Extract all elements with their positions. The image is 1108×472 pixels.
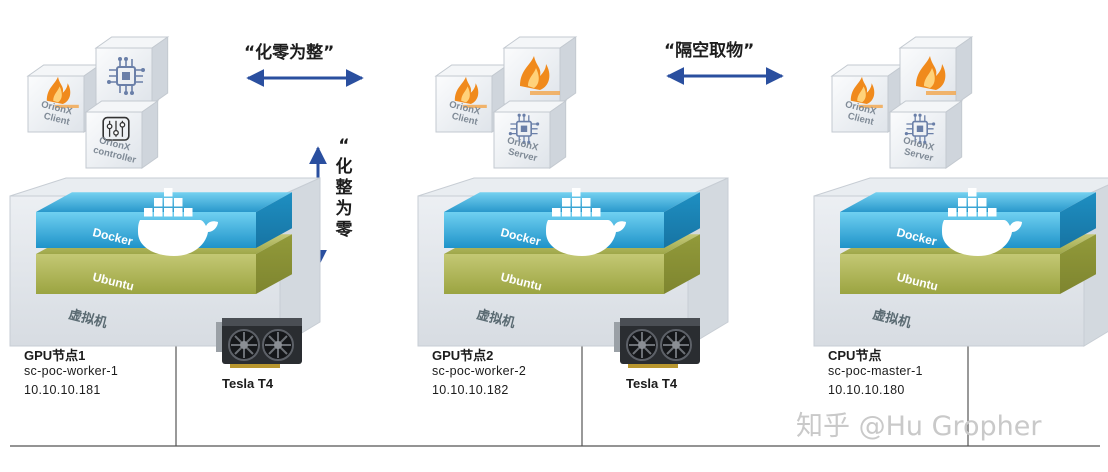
flame-logo-icon (850, 76, 883, 108)
sliders-icon (102, 116, 130, 141)
gpu-card-icon (216, 318, 302, 368)
node-title: GPU节点2 (432, 348, 494, 363)
docker-whale-icon (942, 188, 1022, 256)
docker-whale-icon (546, 188, 626, 256)
node-ip: 10.10.10.182 (432, 383, 509, 397)
node-hostname: sc-poc-worker-2 (432, 364, 527, 378)
split-phrase: “ 化 整 为 零 (335, 136, 353, 240)
node-stack-gpu1: UbuntuDocker虚拟机OrionXClientOrionXcontrol… (9, 36, 321, 347)
network-lines (10, 335, 1100, 447)
chip-icon (107, 57, 145, 95)
chip-icon (508, 113, 540, 144)
component-cube (502, 36, 578, 105)
chip-icon (904, 113, 936, 144)
node-title: GPU节点1 (24, 348, 86, 363)
flame-logo-icon (46, 76, 79, 108)
flame-logo-icon (916, 56, 956, 95)
gpu-model: Tesla T4 (626, 376, 678, 391)
docker-whale-icon (138, 188, 218, 256)
node-ip: 10.10.10.181 (24, 383, 101, 397)
flame-logo-icon (520, 56, 560, 95)
watermark: 知乎 @Hu Gropher (796, 411, 1042, 442)
gpu-model: Tesla T4 (222, 376, 274, 391)
node-hostname: sc-poc-worker-1 (24, 364, 119, 378)
isolate-phrase: “隔空取物” (664, 41, 755, 61)
node-ip: 10.10.10.180 (828, 383, 905, 397)
component-cube (94, 36, 170, 105)
gpu-card-icon (614, 318, 700, 368)
flame-logo-icon (454, 76, 487, 108)
node-title: CPU节点 (828, 348, 882, 363)
component-cube (898, 36, 974, 105)
merge-phrase: “化零为整” (244, 43, 335, 63)
node-hostname: sc-poc-master-1 (828, 364, 923, 378)
